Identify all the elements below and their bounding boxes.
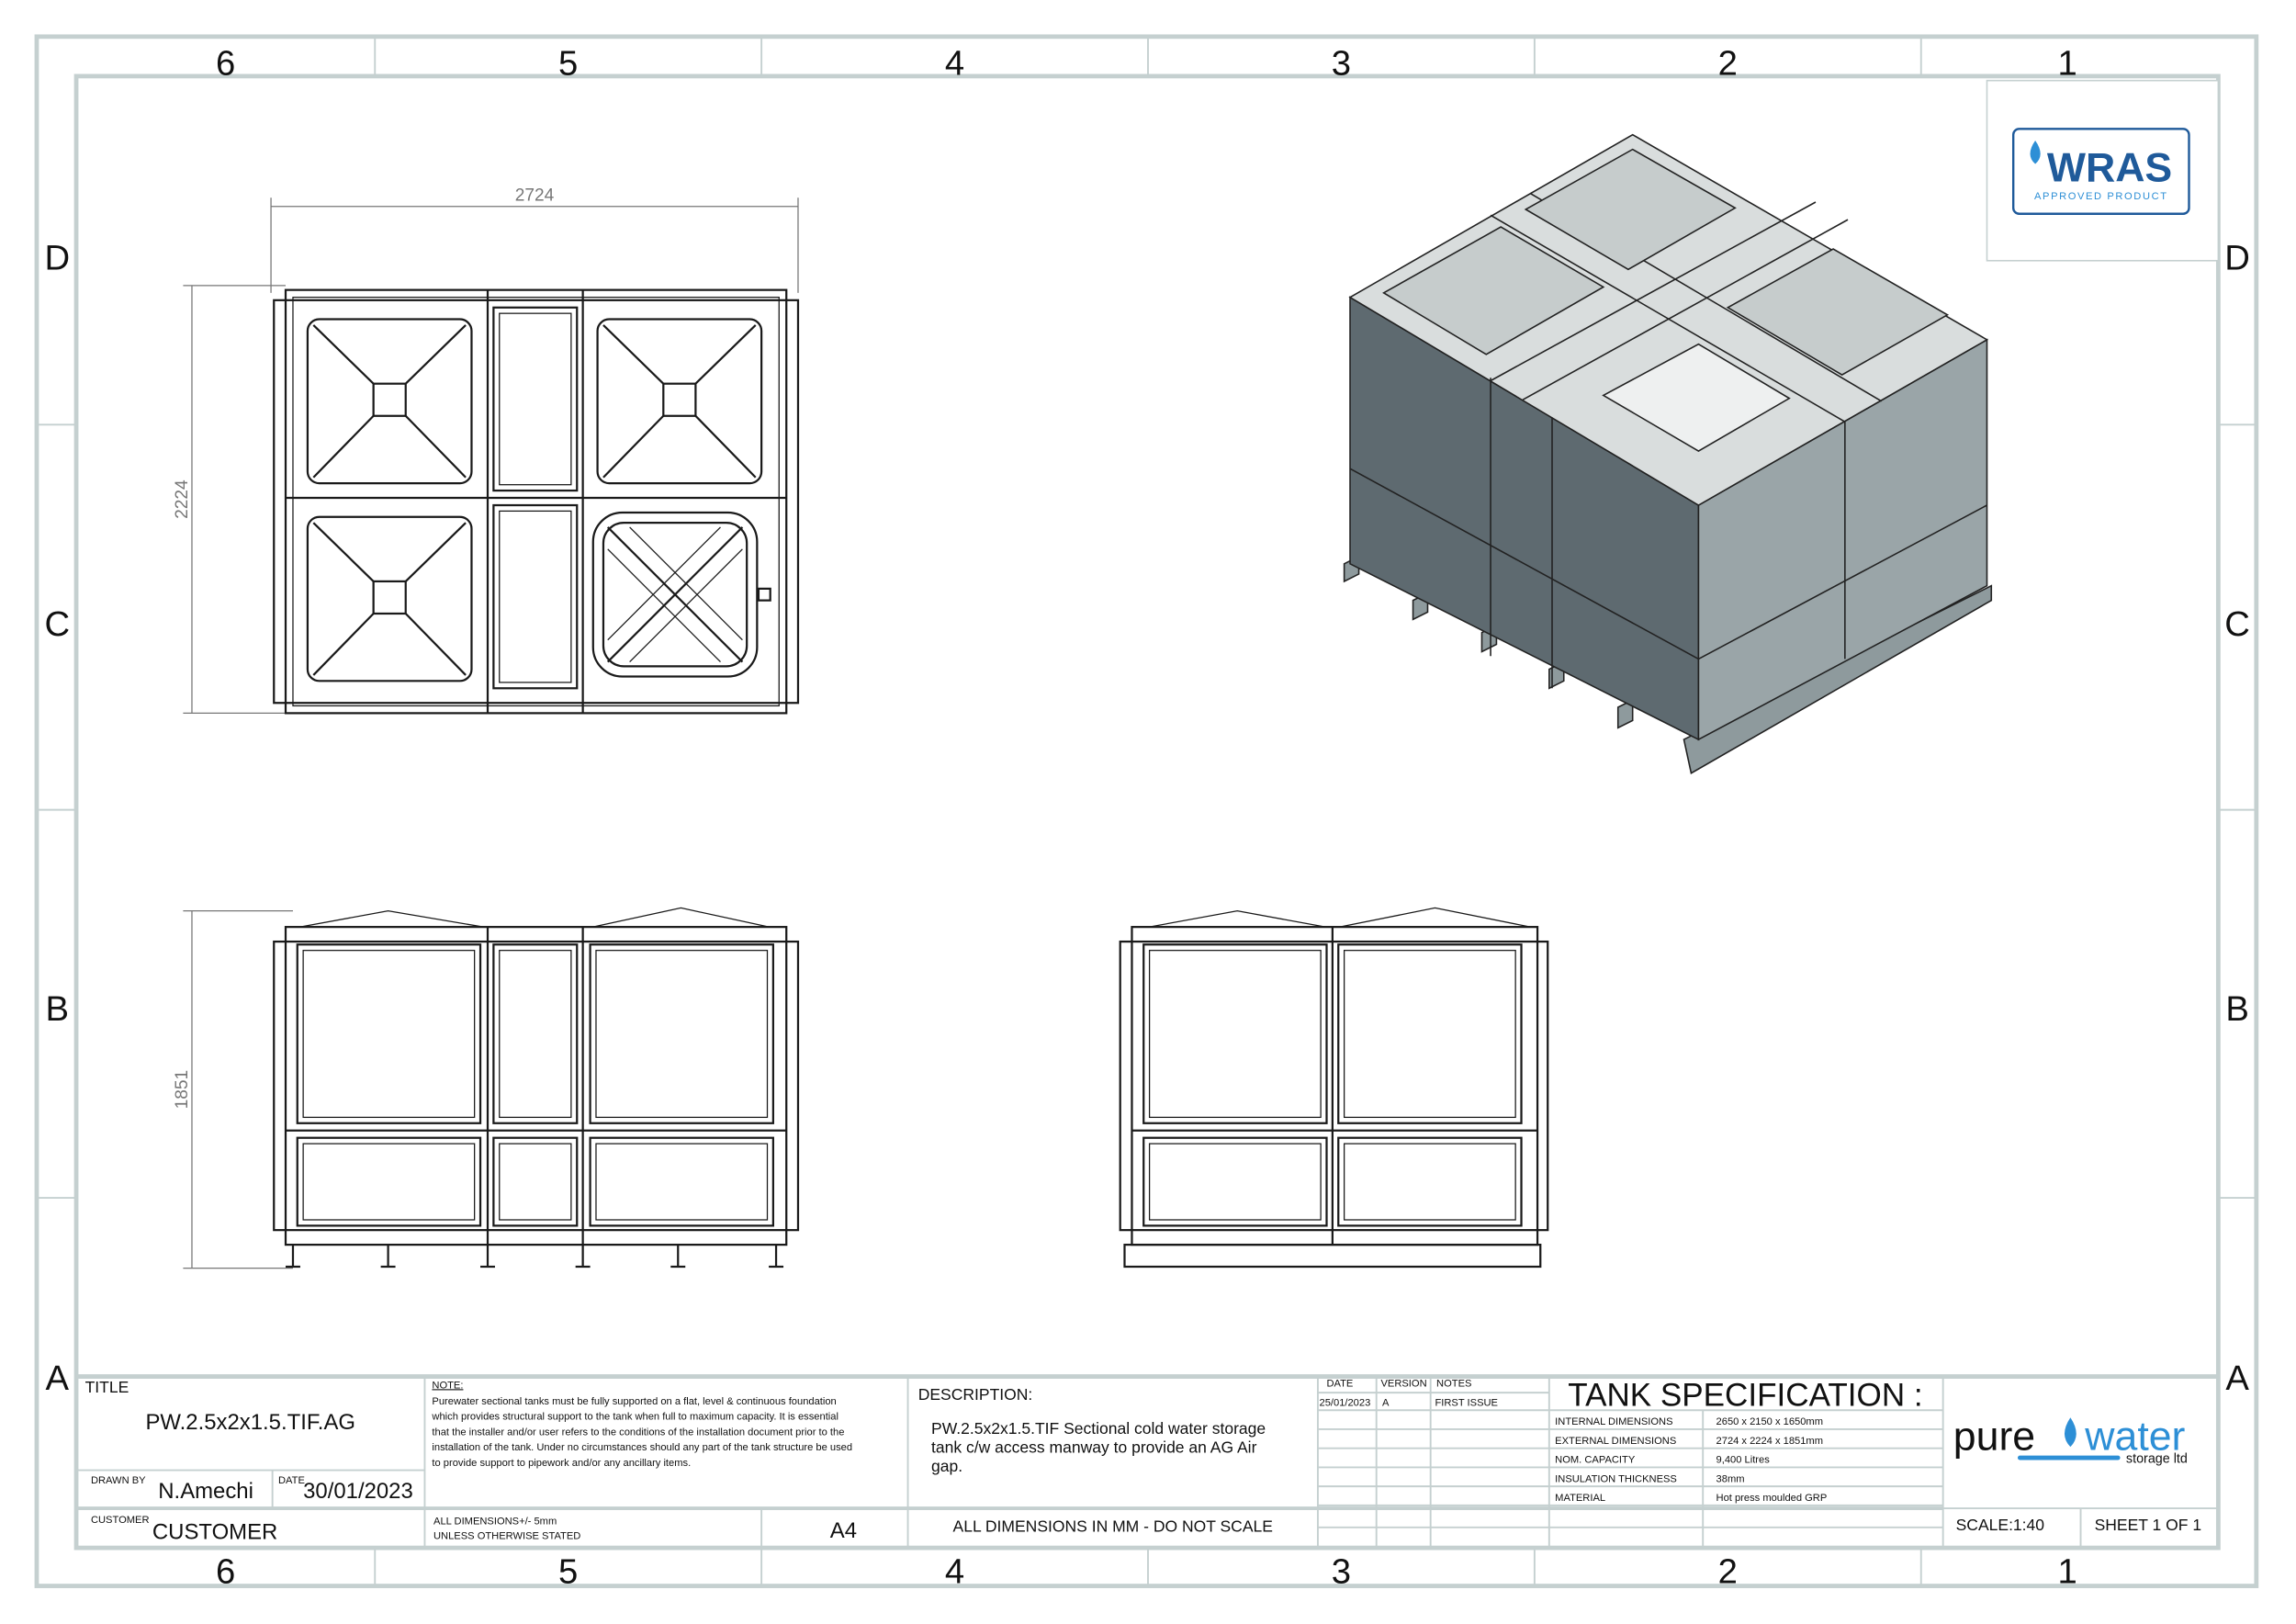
revision-header: NOTES [1436, 1379, 1471, 1390]
drawn-by-label: DRAWN BY [91, 1475, 146, 1486]
logo-water: water [2084, 1414, 2185, 1459]
spec-heading: TANK SPECIFICATION : [1568, 1377, 1922, 1413]
spec-label: EXTERNAL DIMENSIONS [1555, 1436, 1676, 1447]
logo-pure: pure [1953, 1414, 2035, 1459]
logo-sub: storage ltd [2126, 1452, 2188, 1467]
note-line: Purewater sectional tanks must be fully … [432, 1396, 836, 1407]
note-line: installation of the tank. Under no circu… [432, 1442, 852, 1453]
spec-label: NOM. CAPACITY [1555, 1455, 1636, 1466]
spec-value: 2724 x 2224 x 1851mm [1716, 1436, 1823, 1447]
paper-size: A4 [830, 1518, 857, 1543]
zone-col-label: 5 [558, 1551, 578, 1591]
zone-row-label: A [46, 1359, 70, 1398]
side-elevation [1119, 907, 1549, 1269]
zone-row-label: B [46, 989, 70, 1029]
spec-label: MATERIAL [1555, 1493, 1605, 1504]
zone-col-label: 1 [2058, 1551, 2077, 1591]
title-label: TITLE [85, 1378, 129, 1396]
zone-row-label: C [44, 604, 70, 644]
description-line: gap. [931, 1457, 962, 1475]
zone-col-label: 3 [1332, 43, 1351, 83]
scale: SCALE:1:40 [1956, 1516, 2045, 1534]
drawn-by: N.Amechi [158, 1479, 253, 1504]
water-drop-icon [2030, 141, 2041, 164]
spec-label: INTERNAL DIMENSIONS [1555, 1416, 1672, 1427]
zone-col-label: 4 [945, 43, 964, 83]
zone-col-label: 6 [216, 1551, 235, 1591]
zone-row-label: D [44, 238, 70, 277]
customer-label: CUSTOMER [91, 1515, 150, 1526]
zone-col-label: 4 [945, 1551, 964, 1591]
zone-labels: 6 5 4 3 2 1 6 5 4 3 2 1 D C B A D C B A [44, 43, 2249, 1591]
description-label: DESCRIPTION: [918, 1385, 1033, 1404]
dimension-width: 2724 [515, 186, 555, 205]
zone-col-label: 2 [1718, 43, 1738, 83]
plan-view: 2724 2224 [173, 186, 800, 715]
tolerance-line: ALL DIMENSIONS+/- 5mm [433, 1517, 557, 1528]
description-line: tank c/w access manway to provide an AG … [931, 1438, 1257, 1456]
wras-subtext: APPROVED PRODUCT [2034, 191, 2168, 202]
note-line: to provide support to pipework and/or an… [432, 1458, 691, 1469]
revision-header: VERSION [1380, 1379, 1426, 1390]
water-drop-icon [2064, 1417, 2077, 1448]
spec-value: 9,400 Litres [1716, 1455, 1771, 1466]
revision-version: A [1382, 1397, 1390, 1408]
dimension-height: 1851 [173, 1070, 192, 1110]
spec-label: INSULATION THICKNESS [1555, 1473, 1677, 1484]
zone-dividers [36, 36, 2257, 1586]
tolerance-line: UNLESS OTHERWISE STATED [433, 1531, 580, 1542]
sheet-number: SHEET 1 OF 1 [2095, 1516, 2202, 1534]
outer-frame [34, 34, 2259, 1588]
revision-header: DATE [1326, 1379, 1353, 1390]
note-line: that the installer and/or user refers to… [432, 1427, 844, 1438]
zone-row-label: A [2225, 1359, 2249, 1398]
drawing-title: PW.2.5x2x1.5.TIF.AG [145, 1410, 355, 1435]
spec-value: 2650 x 2150 x 1650mm [1716, 1416, 1823, 1427]
front-elevation: 1851 [173, 907, 800, 1269]
note-heading: NOTE: [432, 1380, 463, 1391]
revision-date: 25/01/2023 [1320, 1397, 1371, 1408]
dimension-depth: 2224 [173, 479, 192, 519]
wras-logo: WRAS APPROVED PRODUCT [1986, 79, 2220, 262]
description-line: PW.2.5x2x1.5.TIF Sectional cold water st… [931, 1419, 1266, 1438]
scale-note: ALL DIMENSIONS IN MM - DO NOT SCALE [953, 1517, 1273, 1536]
zone-row-label: D [2224, 238, 2250, 277]
note-line: which provides structural support to the… [431, 1412, 838, 1423]
spec-value: 38mm [1716, 1473, 1745, 1484]
purewater-logo: pure water storage ltd [1953, 1414, 2188, 1466]
zone-col-label: 5 [558, 43, 578, 83]
revision-notes: FIRST ISSUE [1435, 1397, 1498, 1408]
isometric-view [1343, 133, 1993, 774]
drawing-date: 30/01/2023 [303, 1479, 413, 1504]
date-label: DATE [278, 1475, 305, 1486]
zone-col-label: 2 [1718, 1551, 1738, 1591]
zone-col-label: 1 [2058, 43, 2077, 83]
title-block: TITLE PW.2.5x2x1.5.TIF.AG DRAWN BY N.Ame… [76, 1374, 2219, 1549]
customer: CUSTOMER [152, 1520, 277, 1545]
zone-col-label: 3 [1332, 1551, 1351, 1591]
zone-row-label: B [2225, 989, 2249, 1029]
wras-text: WRAS [2047, 146, 2172, 191]
zone-row-label: C [2224, 604, 2250, 644]
spec-value: Hot press moulded GRP [1716, 1493, 1828, 1504]
zone-col-label: 6 [216, 43, 235, 83]
